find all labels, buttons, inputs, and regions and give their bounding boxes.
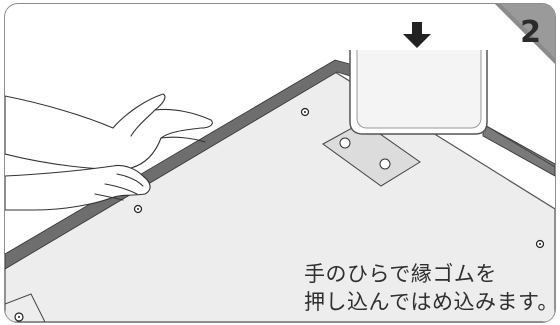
step-number: 2 <box>520 15 541 50</box>
plate-hole-2 <box>379 158 391 170</box>
down-arrow-icon <box>403 22 431 48</box>
caption-line-1: 手のひらで縁ゴムを <box>304 262 497 286</box>
screw-icon <box>300 107 310 117</box>
screw-icon <box>535 239 545 249</box>
instruction-caption: 手のひらで縁ゴムを 押し込んではめ込みます。 <box>304 260 556 316</box>
hands-illustration <box>5 93 213 211</box>
installation-illustration <box>5 4 555 322</box>
board-edge-right <box>482 123 555 168</box>
caption-line-2: 押し込んではめ込みます。 <box>304 290 556 314</box>
instruction-panel: 2 手のひらで縁ゴムを 押し込んではめ込みます。 <box>4 3 556 323</box>
plate-hole-1 <box>339 137 351 149</box>
board-corner-detail <box>5 293 46 322</box>
step-tab-highlight <box>501 4 555 58</box>
screw-icon <box>14 312 24 322</box>
rubber-edge-strip-right <box>482 123 555 177</box>
inset-detail-box <box>349 50 488 135</box>
screw-icon <box>133 204 143 214</box>
